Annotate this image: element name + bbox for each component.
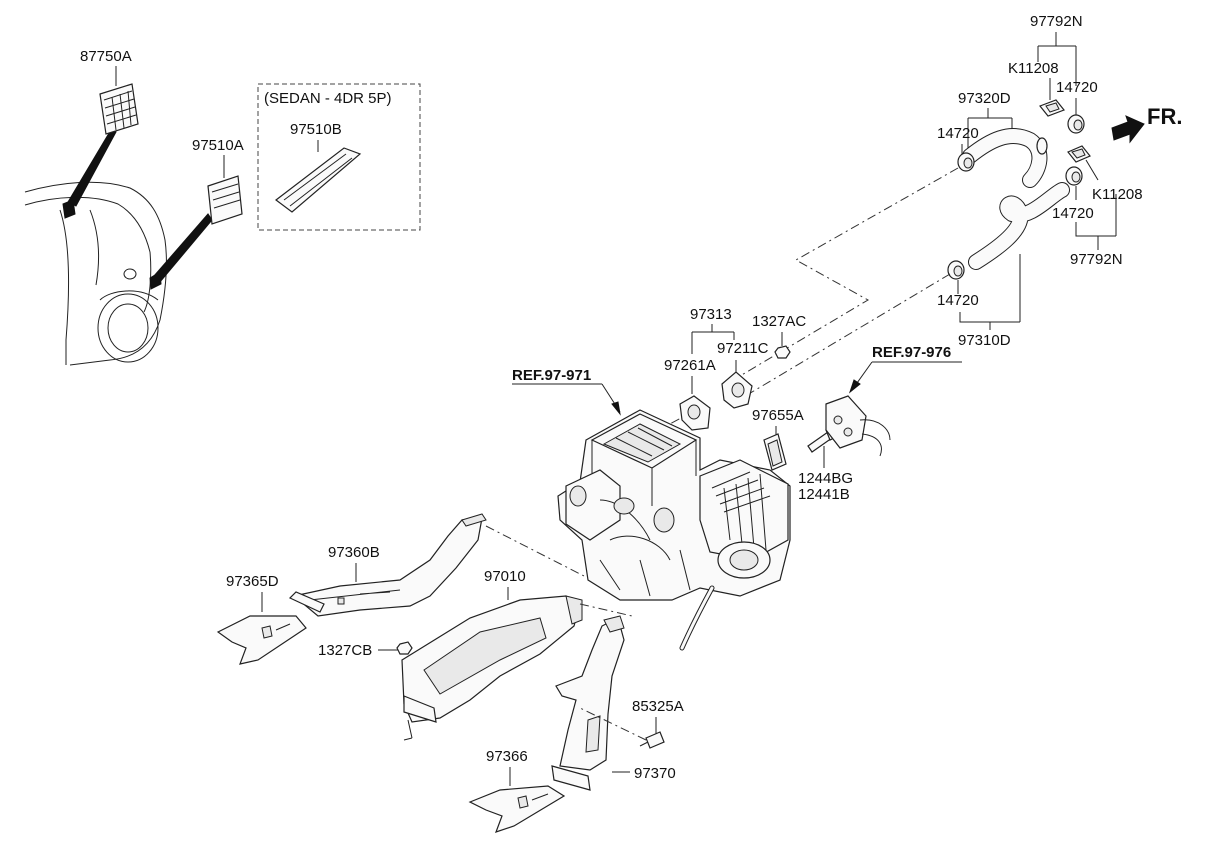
leader-97313: [691, 324, 735, 354]
part-97211c-gasket[interactable]: [721, 371, 753, 409]
label-97360b: 97360B: [328, 544, 380, 561]
part-97310d-heater-hose[interactable]: [968, 182, 1070, 270]
part-97655a-seal[interactable]: [763, 433, 787, 471]
label-1244bg: 1244BG: [798, 470, 853, 487]
part-1327cb-nut[interactable]: [396, 641, 413, 655]
label-97010: 97010: [484, 568, 526, 585]
part-85325a-clip[interactable]: [639, 731, 665, 749]
front-direction-arrow-icon: [1111, 115, 1145, 144]
label-14720-c: 14720: [1052, 205, 1094, 222]
leader-97310d: [959, 254, 1021, 330]
part-97010-main-duct[interactable]: [401, 595, 583, 741]
label-97365d: 97365D: [226, 573, 279, 590]
label-97261a: 97261A: [664, 357, 716, 374]
part-97360b-rear-duct[interactable]: [288, 513, 487, 617]
part-k11208-clip-top[interactable]: [1039, 99, 1065, 117]
leader-97792n-bottom: [1075, 194, 1117, 250]
part-14720-clamp-c[interactable]: [1065, 166, 1083, 186]
part-14720-clamp-b[interactable]: [957, 152, 975, 172]
routing-line-97370: [579, 603, 633, 617]
part-1327ac-nut[interactable]: [774, 345, 791, 359]
sedan-variant-box: [257, 83, 421, 231]
label-k11208-bottom: K11208: [1092, 186, 1143, 203]
part-k11208-clip-bottom[interactable]: [1067, 145, 1091, 163]
part-97320d-heater-hose[interactable]: [962, 128, 1048, 188]
label-97313: 97313: [690, 306, 732, 323]
leader-97792n-top: [1037, 32, 1077, 86]
label-14720-a: 14720: [1056, 79, 1098, 96]
label-ref-97-971: REF.97-971: [512, 367, 591, 384]
part-97365d-floor-duct[interactable]: [216, 615, 307, 665]
label-97510b: 97510B: [290, 121, 342, 138]
label-97510a: 97510A: [192, 137, 244, 154]
hvac-heater-blower-unit: [557, 409, 791, 651]
part-14720-clamp-a[interactable]: [1067, 114, 1085, 134]
label-97320d: 97320D: [958, 90, 1011, 107]
label-sedan-note: (SEDAN - 4DR 5P): [264, 90, 392, 107]
label-97310d: 97310D: [958, 332, 1011, 349]
part-97261a-gasket[interactable]: [679, 395, 711, 431]
car-body-illustration: [24, 127, 213, 366]
label-1327ac: 1327AC: [752, 313, 806, 330]
label-14720-d: 14720: [937, 292, 979, 309]
part-expansion-valve-assembly: [825, 395, 891, 457]
part-97370-side-duct[interactable]: [551, 615, 625, 791]
label-97792n-top: 97792N: [1030, 13, 1083, 30]
label-14720-b: 14720: [937, 125, 979, 142]
label-fr: FR.: [1147, 104, 1182, 129]
routing-line-lower: [741, 273, 951, 399]
leader-97320d: [967, 108, 1013, 150]
routing-line-upper: [739, 167, 959, 377]
part-97366-floor-duct[interactable]: [468, 785, 566, 833]
label-97366: 97366: [486, 748, 528, 765]
label-97211c: 97211C: [717, 340, 769, 357]
label-85325a: 85325A: [632, 698, 684, 715]
label-k11208-top: K11208: [1008, 60, 1059, 77]
label-97655a: 97655A: [752, 407, 804, 424]
label-87750a: 87750A: [80, 48, 132, 65]
label-97792n-bottom: 97792N: [1070, 251, 1123, 268]
label-12441b: 12441B: [798, 486, 850, 503]
part-87750a-vent-grille[interactable]: [99, 66, 139, 135]
label-97370: 97370: [634, 765, 676, 782]
routing-line-85325a: [579, 707, 647, 741]
part-14720-clamp-d[interactable]: [947, 260, 965, 280]
part-97510b-vent-frame[interactable]: [275, 140, 362, 213]
part-97510a-air-vent[interactable]: [207, 155, 243, 225]
label-ref-97-976: REF.97-976: [872, 344, 951, 361]
label-1327cb: 1327CB: [318, 642, 372, 659]
